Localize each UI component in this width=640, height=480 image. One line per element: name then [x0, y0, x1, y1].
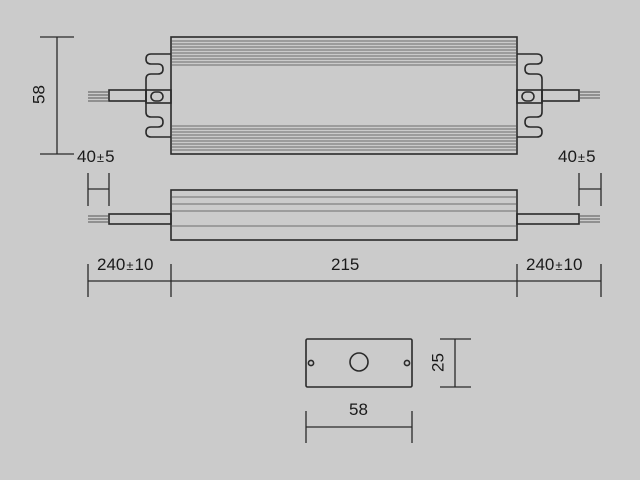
cooling-fins-top: [172, 40, 516, 66]
length-dimension-line: [87, 264, 602, 297]
cable-length-label-right: 240±10: [526, 256, 582, 273]
cable-left-side: [108, 213, 172, 225]
cable-right-side: [516, 213, 580, 225]
height-dimension-line: [40, 36, 74, 155]
dim-tolerance: 5: [105, 147, 115, 166]
cable-gland-hole: [349, 352, 369, 372]
dim-value: 215: [331, 255, 360, 274]
end-height-dimension: [440, 338, 471, 388]
cable-right-top: [541, 89, 580, 102]
cable-length-label-left: 240±10: [97, 256, 153, 273]
wire-stub-label-right: 40±5: [558, 148, 596, 165]
mounting-bracket-right: [517, 53, 543, 138]
cooling-fins-bottom: [172, 125, 516, 151]
dim-value: 58: [349, 400, 368, 419]
dim-value: 40: [77, 147, 96, 166]
plus-minus: ±: [577, 150, 586, 165]
mounting-hole-left: [307, 359, 315, 367]
body-length-label: 215: [331, 256, 359, 273]
end-profile: [305, 338, 413, 388]
dim-tolerance: 10: [563, 255, 583, 274]
end-width-dimension: [305, 411, 413, 443]
height-dim-value: 58: [29, 85, 49, 104]
wire-stub-dimension-left: [87, 173, 110, 206]
dim-value: 25: [428, 353, 448, 372]
dim-tolerance: 10: [134, 255, 154, 274]
cable-left-top: [108, 89, 147, 102]
end-height-label: 25: [428, 351, 448, 375]
plus-minus: ±: [126, 258, 134, 273]
wire-stub-dimension-right: [578, 173, 602, 206]
dim-value: 40: [558, 147, 577, 166]
end-view: [305, 338, 471, 443]
top-view: [40, 36, 600, 155]
housing-top: [170, 36, 518, 155]
height-dim-label: 58: [29, 83, 49, 107]
side-view: [87, 173, 602, 297]
mounting-bracket-left: [145, 53, 171, 138]
end-width-label: 58: [349, 401, 368, 418]
dim-value: 240: [526, 255, 555, 274]
side-fin-lines: [172, 196, 516, 227]
dim-value: 240: [97, 255, 126, 274]
mounting-hole-right: [403, 359, 411, 367]
plus-minus: ±: [96, 150, 105, 165]
wire-stub-label-left: 40±5: [77, 148, 115, 165]
dim-tolerance: 5: [586, 147, 596, 166]
plus-minus: ±: [555, 258, 563, 273]
